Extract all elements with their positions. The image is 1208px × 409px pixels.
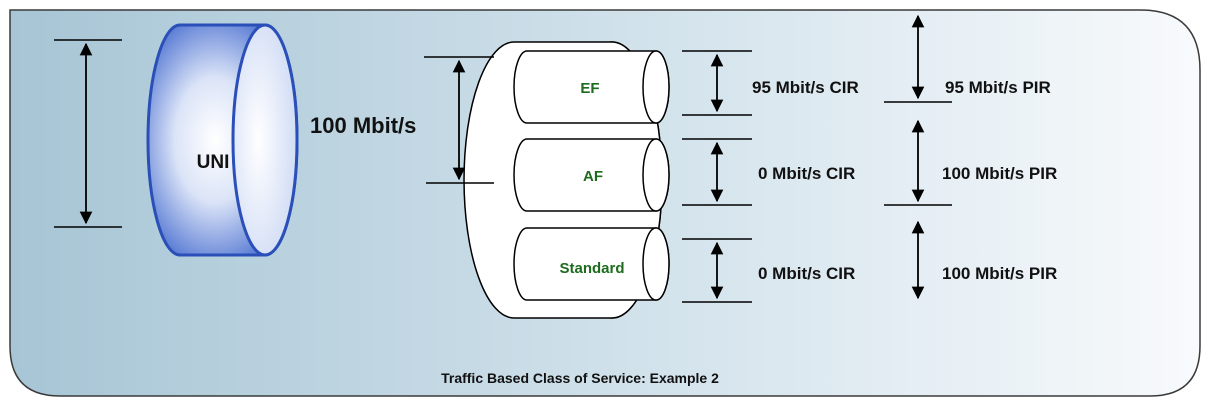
pipe-standard (513, 227, 670, 301)
pipe-af (513, 138, 670, 212)
pipe-af-label: AF (583, 168, 603, 185)
input-height-indicator (424, 56, 494, 184)
pipe-ef-label: EF (580, 80, 599, 97)
uni-label: UNI (197, 152, 230, 173)
bandwidth-label: 100 Mbit/s (310, 113, 416, 138)
ef-cir-label: 95 Mbit/s CIR (752, 78, 859, 97)
af-cir-label: 0 Mbit/s CIR (758, 164, 855, 183)
af-pir-label: 100 Mbit/s PIR (942, 164, 1057, 183)
ef-pir-label: 95 Mbit/s PIR (945, 78, 1051, 97)
uni-cylinder (146, 23, 299, 257)
pipe-standard-label: Standard (559, 260, 624, 277)
cir-indicators (682, 50, 752, 303)
standard-cir-label: 0 Mbit/s CIR (758, 264, 855, 283)
uni-height-indicator (54, 39, 122, 228)
pipe-ef (513, 50, 670, 124)
diagram-title: Traffic Based Class of Service: Example … (441, 370, 719, 386)
standard-pir-label: 100 Mbit/s PIR (942, 264, 1057, 283)
pir-indicators (884, 14, 952, 300)
